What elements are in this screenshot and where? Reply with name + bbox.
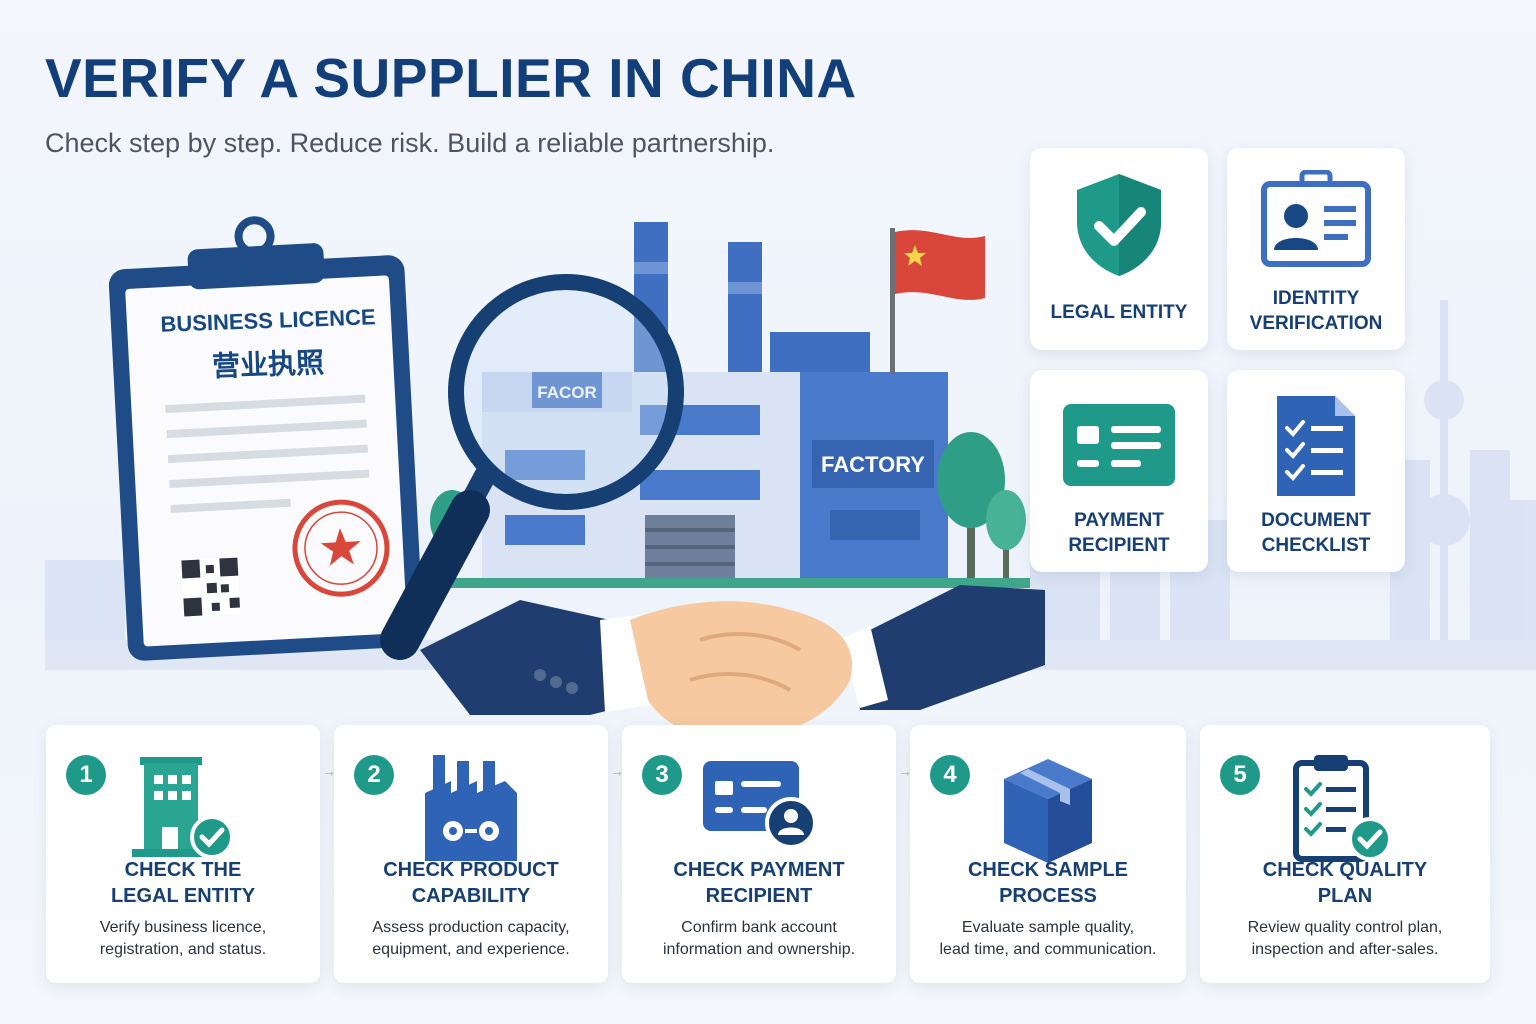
step-number: 2 [354, 755, 394, 795]
icon-card-document-checklist: DOCUMENT CHECKLIST [1227, 370, 1405, 572]
icon-card-legal-entity: LEGAL ENTITY [1030, 148, 1208, 350]
icon-card-label: PAYMENT RECIPIENT [1068, 510, 1170, 556]
step-arrow: → [322, 763, 336, 779]
header: VERIFY A SUPPLIER IN CHINA Check step by… [45, 46, 857, 159]
icon-card-label: DOCUMENT CHECKLIST [1261, 510, 1371, 556]
icon-card-label: IDENTITY VERIFICATION [1249, 288, 1383, 334]
checklist-document-icon [1277, 396, 1355, 496]
hero-illustration: FACOR FACTORY [45, 216, 1536, 740]
qr-code [181, 557, 241, 617]
icon-card-payment-recipient: PAYMENT RECIPIENT [1030, 370, 1208, 572]
icon-card-identity-verification: IDENTITY VERIFICATION [1227, 148, 1405, 350]
box-icon [1004, 759, 1092, 863]
step-number: 4 [930, 755, 970, 795]
factory-sign-large-text: FACTORY [821, 452, 925, 477]
factory-sign-small-text: FACOR [537, 383, 597, 402]
shield-check-icon [1077, 174, 1161, 276]
id-badge-icon [1261, 170, 1371, 267]
building-check-icon [132, 757, 234, 859]
factory-gears-icon [425, 755, 517, 861]
magnifying-glass-icon [380, 274, 684, 660]
clipboard-check-icon [1293, 755, 1392, 862]
step-description: Verify business licence,registration, an… [99, 919, 267, 958]
handshake-illustration [420, 585, 1045, 740]
card-person-icon [703, 761, 817, 849]
step-description: Review quality control plan,inspection a… [1247, 919, 1443, 958]
page-subtitle: Check step by step. Reduce risk. Build a… [45, 128, 775, 158]
icon-card-label: LEGAL ENTITY [1050, 302, 1188, 323]
card-icon [1063, 404, 1175, 486]
business-licence-clipboard [108, 216, 424, 661]
china-flag [890, 228, 985, 373]
step-number: 5 [1220, 755, 1260, 795]
page-title: VERIFY A SUPPLIER IN CHINA [45, 47, 857, 109]
step-number: 1 [66, 755, 106, 795]
step-arrow: → [610, 763, 624, 779]
step-arrow: → [898, 763, 912, 779]
licence-title-cn: 营业执照 [211, 347, 325, 382]
step-number: 3 [642, 755, 682, 795]
step-description: Evaluate sample quality,lead time, and c… [939, 919, 1157, 958]
red-seal-stamp [292, 499, 390, 597]
factory-sign-small [532, 372, 602, 408]
step-description: Assess production capacity,equipment, an… [372, 919, 570, 958]
